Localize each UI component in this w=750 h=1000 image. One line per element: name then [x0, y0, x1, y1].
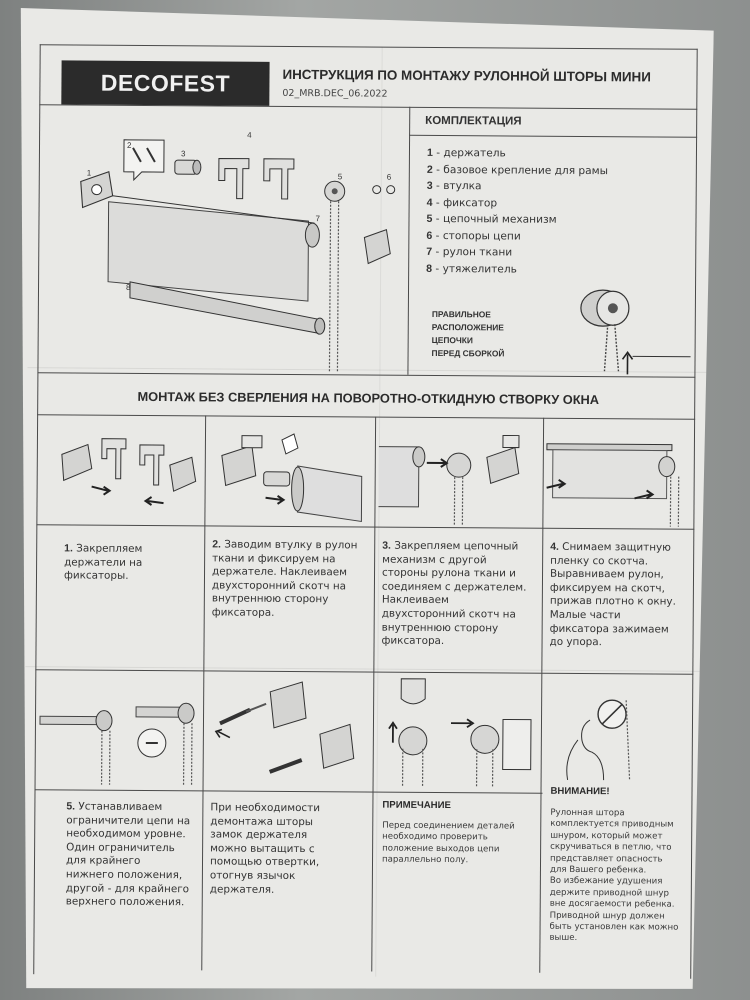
kit-item: 5 - цепочный механизм — [426, 212, 557, 226]
step-dismantle: При необходимости демонтажа шторы замок … — [210, 801, 320, 897]
step-5-illustration — [40, 676, 201, 785]
kit-item: 1 - держатель — [426, 146, 506, 160]
step-2-illustration — [211, 425, 372, 521]
section-title: МОНТАЖ БЕЗ СВЕРЛЕНИЯ НА ПОВОРОТНО-ОТКИДН… — [137, 388, 600, 408]
kit-list: 1 - держатель 2 - базовое крепление для … — [426, 147, 608, 280]
step-2: 2. Заводим втулку в рулон ткани и фиксир… — [212, 538, 358, 621]
chain-mechanism-illustration — [552, 286, 693, 377]
step-text: Заводим втулку в рулон ткани и фиксируем… — [211, 538, 358, 619]
kit-item: 4 - фиксатор — [426, 196, 498, 209]
figure-label: 3 — [180, 149, 186, 159]
kit-item: 8 - утяжелитель — [426, 262, 517, 276]
frame-top — [40, 44, 698, 50]
step-number: 3. — [382, 540, 391, 552]
step-number: 2. — [212, 539, 221, 551]
note-illustration — [385, 679, 536, 788]
note-title: ПРИМЕЧАНИЕ — [382, 799, 451, 812]
chain-position-note: ПРАВИЛЬНОЕ РАСПОЛОЖЕНИЕ ЦЕПОЧКИ ПЕРЕД СБ… — [431, 308, 505, 359]
brand-logo: DECOFEST — [61, 60, 269, 105]
grid-line — [371, 672, 374, 972]
kit-title: КОМПЛЕКТАЦИЯ — [425, 114, 522, 128]
kit-panel-border — [407, 107, 410, 375]
step-number: 5. — [66, 801, 76, 813]
grid-line — [201, 670, 204, 970]
figure-label: 8 — [125, 282, 131, 292]
step-number: 1. — [64, 543, 73, 555]
step-1: 1. Закрепляем держатели на фиксаторы. — [64, 542, 143, 583]
grid-line — [539, 673, 542, 973]
warning-text: Рулонная штора комплектуется приводным ш… — [549, 807, 679, 944]
kit-item: 2 - базовое крепление для рамы — [426, 163, 609, 177]
step-text: Снимаем защитную пленку со скотча. Вырав… — [549, 540, 676, 649]
step-3-illustration — [378, 427, 539, 526]
kit-item: 7 - рулон ткани — [426, 245, 513, 259]
step-5b-illustration — [210, 677, 371, 786]
step-3: 3. Закрепляем цепочный механизм с другой… — [382, 540, 527, 650]
step-5: 5. Устанавливаем ограничители цепи на не… — [66, 800, 191, 910]
figure-label: 6 — [386, 172, 392, 182]
figure-label: 5 — [337, 172, 343, 182]
frame-left — [33, 44, 40, 974]
note-text: Перед соединением деталей необходимо про… — [381, 820, 515, 866]
parts-overview-illustration — [67, 129, 399, 376]
page-title: ИНСТРУКЦИЯ ПО МОНТАЖУ РУЛОННОЙ ШТОРЫ МИН… — [282, 66, 651, 85]
figure-label: 4 — [247, 130, 252, 140]
section-divider — [37, 414, 695, 420]
grid-line — [35, 789, 543, 794]
step-1-illustration — [51, 424, 202, 520]
kit-item: 3 - втулка — [426, 179, 482, 193]
figure-label: 7 — [315, 214, 320, 224]
warning-title: ВНИМАНИЕ! — [550, 785, 610, 798]
warning-illustration — [550, 680, 691, 781]
figure-label: 1 — [86, 168, 92, 178]
step-text: При необходимости демонтажа шторы замок … — [209, 801, 321, 896]
step-text: Устанавливаем ограничители цепи на необх… — [65, 800, 191, 909]
step-text: Закрепляем цепочный механизм с другой ст… — [381, 539, 527, 648]
doc-code: 02_MRB.DEC_06.2022 — [282, 87, 388, 100]
step-text: Закрепляем держатели на фиксаторы. — [63, 542, 143, 583]
instruction-sheet: DECOFEST ИНСТРУКЦИЯ ПО МОНТАЖУ РУЛОННОЙ … — [3, 4, 732, 997]
kit-item: 6 - стопоры цепи — [426, 229, 521, 243]
step-number: 4. — [550, 541, 559, 553]
grid-line — [541, 418, 544, 673]
figure-label: 2 — [126, 140, 132, 150]
kit-title-divider — [409, 135, 697, 138]
header-divider — [39, 104, 697, 110]
step-4: 4. Снимаем защитную пленку со скотча. Вы… — [550, 541, 677, 651]
grid-line — [373, 417, 376, 672]
step-4-illustration — [546, 428, 692, 527]
grid-line — [203, 415, 206, 670]
